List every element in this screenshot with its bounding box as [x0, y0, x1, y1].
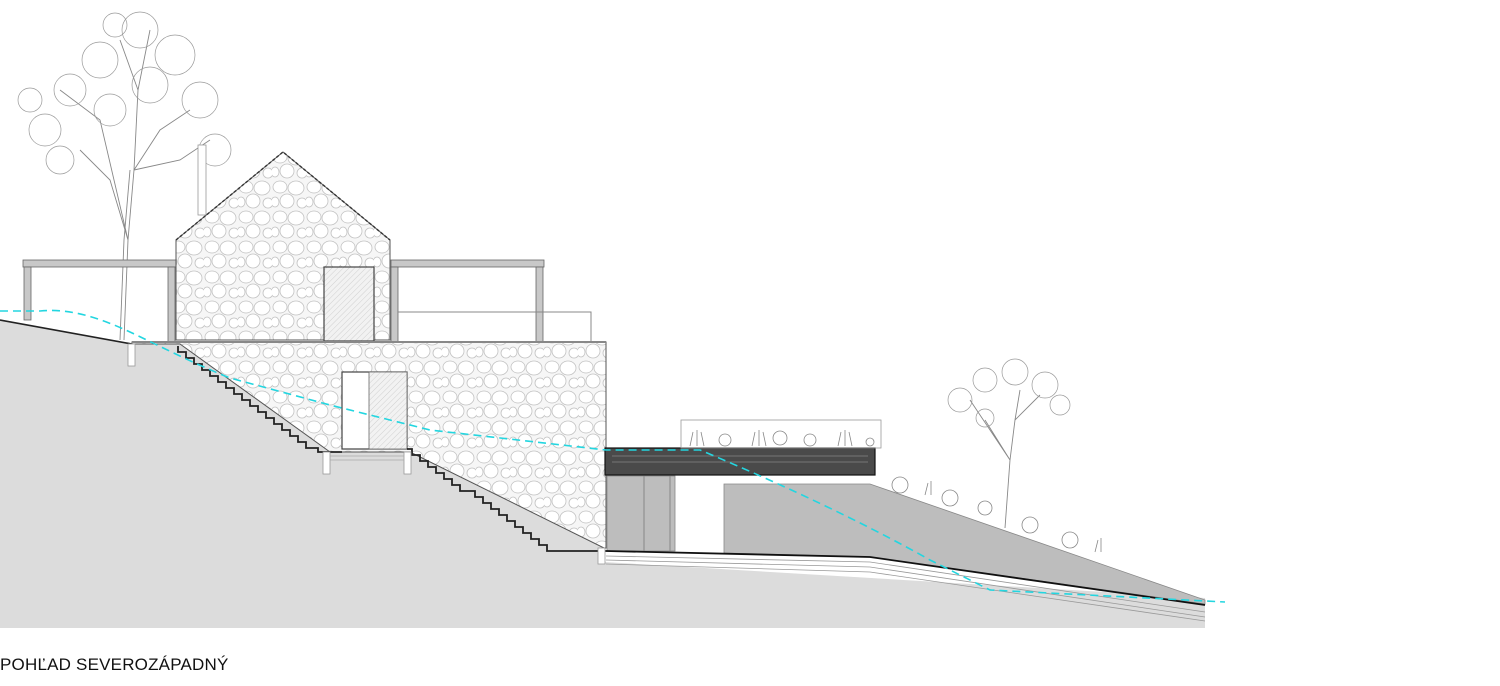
shrubs-icon: [891, 476, 1102, 553]
original-terrain-line: [0, 309, 1226, 603]
foundation-lines: [605, 550, 1206, 622]
stair-footings: [127, 343, 606, 565]
stairs-upper: [177, 346, 342, 453]
drawing-title: POHĽAD SEVEROZÁPADNÝ: [0, 655, 229, 674]
green-roof-edge: [175, 151, 391, 241]
landing-lines: [330, 455, 404, 461]
pergola-right: [390, 259, 592, 343]
stairs-lower: [407, 448, 606, 552]
terrain-ground: [0, 320, 1205, 628]
tree-left-icon: [17, 11, 232, 341]
roof-slab: [604, 419, 882, 476]
chimney: [197, 144, 207, 216]
terrain-surface-line: [0, 319, 133, 345]
tree-right-icon: [947, 358, 1071, 529]
upper-door: [323, 266, 375, 342]
annex-wall-left: [606, 475, 676, 552]
